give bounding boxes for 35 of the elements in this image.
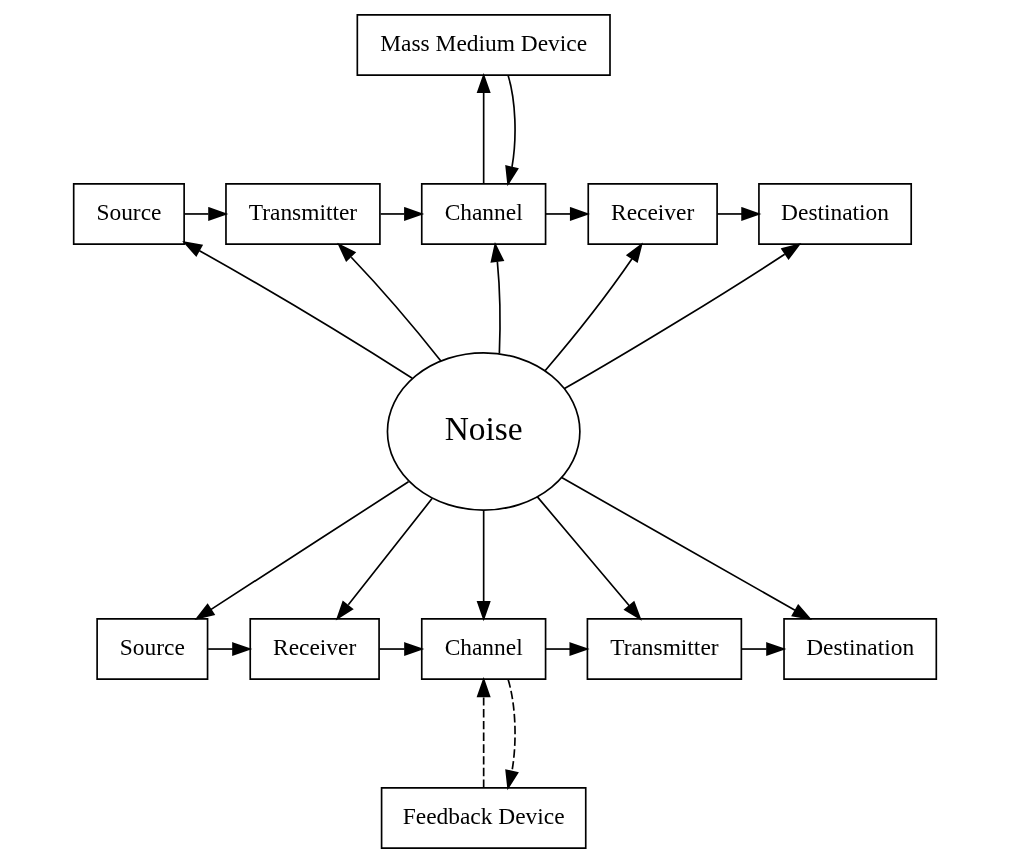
arrow [504,678,519,791]
node-box: Feedback Device [380,787,587,849]
arrow [335,497,433,621]
arrow [476,509,491,622]
arrow [476,677,491,789]
arrow [543,242,643,372]
arrow [379,206,424,221]
arrow [336,242,442,362]
node-box: Source [95,618,208,680]
node-box: Source [72,183,185,245]
node-ellipse: Noise [386,352,581,511]
arrow [378,642,424,657]
node-box: Channel [420,618,546,680]
arrow [536,496,642,621]
arrow [476,72,491,185]
arrow [560,476,812,620]
arrow [740,642,786,657]
arrow [489,242,504,355]
node-box: Transmitter [586,618,742,680]
node-box: Destination [757,183,912,245]
arrow [194,480,409,621]
node-box: Mass Medium Device [356,14,611,76]
arrow [544,642,590,657]
arrow [563,243,801,390]
node-box: Transmitter [224,183,381,245]
node-box: Channel [420,183,546,245]
arrow [206,642,252,657]
arrow [504,74,519,187]
node-box: Destination [782,618,937,680]
arrow [183,206,228,221]
node-box: Receiver [586,183,718,245]
node-box: Receiver [248,618,380,680]
arrow [716,206,761,221]
arrow [544,206,590,221]
arrow [181,241,413,379]
